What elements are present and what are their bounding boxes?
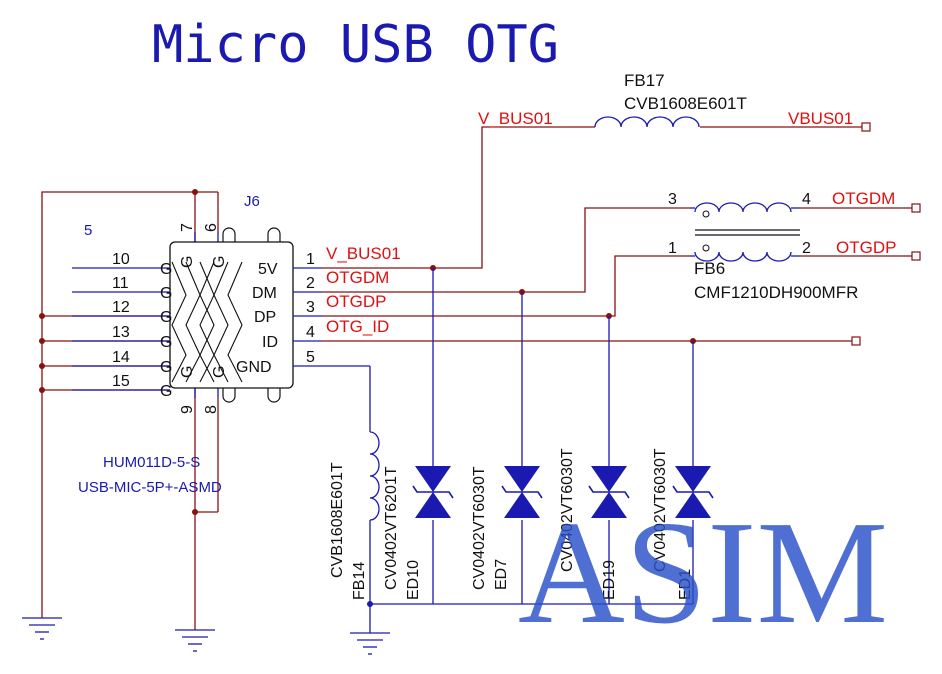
watermark: ASIM (518, 491, 888, 655)
connector-j6 (169, 227, 294, 403)
net-label-otgdp-port: OTGDP (836, 238, 896, 257)
fb6-ref: FB6 (694, 259, 725, 278)
tvs-ref: ED1 (677, 569, 694, 600)
fb6-pin: 1 (668, 240, 677, 257)
shield-pin-number: 7 (179, 223, 196, 232)
pin-number: 2 (306, 275, 315, 292)
tvs-diode-ed10 (412, 466, 454, 518)
pin-name: 5V (258, 261, 278, 278)
net-label-v-bus01-connector: V_BUS01 (326, 244, 401, 263)
connector-label-5: 5 (84, 222, 92, 239)
shield-pin-number: 8 (203, 405, 220, 414)
g-label: G (179, 366, 196, 378)
tvs-part: CV0402VT6030T (471, 466, 488, 590)
pin-number: 3 (306, 299, 315, 316)
g-label: G (211, 366, 228, 378)
ground-symbol-3 (350, 632, 390, 655)
port-otg-id (851, 336, 861, 346)
shield-pin-number: 14 (112, 349, 130, 366)
ground-symbol-2 (175, 629, 215, 652)
net-label-v-bus01-fb17: V_BUS01 (478, 109, 553, 128)
g-label: G (160, 309, 172, 326)
fb6-pin: 2 (802, 240, 811, 257)
shield-pin-number: 11 (112, 275, 129, 292)
shield-pin-stubs (72, 232, 219, 398)
common-mode-choke-fb6 (690, 202, 800, 262)
shield-pin-number: 12 (112, 299, 130, 316)
g-label: G (160, 334, 172, 351)
g-label: G (160, 383, 172, 400)
shield-pin-number: 13 (112, 324, 130, 341)
connector-footprint: USB-MIC-5P+-ASMD (78, 479, 222, 496)
shield-pin-number: 15 (112, 373, 130, 390)
tvs-part: CV0402VT6030T (652, 448, 669, 572)
net-label-otgdm-connector: OTGDM (326, 268, 389, 287)
tvs-part: CV0402VT6201T (383, 466, 400, 590)
schematic-title: Micro USB OTG (152, 15, 559, 75)
inductor-fb14 (369, 431, 380, 633)
pin-name: ID (262, 334, 278, 351)
connector-ref: J6 (244, 193, 260, 210)
signal-pin-stubs (293, 267, 371, 432)
pin-name: GND (236, 359, 272, 376)
g-label: G (179, 256, 196, 268)
tvs-ref: ED10 (405, 560, 422, 600)
port-vbus01 (861, 122, 871, 132)
net-label-otg-id: OTG_ID (326, 317, 389, 336)
port-otgdm (911, 203, 921, 213)
net-label-otgdm-port: OTGDM (832, 189, 895, 208)
net-label-otgdp-connector: OTGDP (326, 292, 386, 311)
g-label: G (160, 261, 172, 278)
pin-number: 1 (306, 251, 315, 268)
shield-pin-number: 6 (203, 223, 220, 232)
tvs-diode-ed19 (588, 466, 630, 518)
inductor-fb17 (594, 116, 700, 128)
fb6-part: CMF1210DH900MFR (694, 283, 858, 302)
fb17-ref: FB17 (624, 71, 665, 90)
connector-part-number: HUM011D-5-S (103, 454, 200, 471)
shield-pin-number: 9 (179, 405, 196, 414)
g-label: G (160, 285, 172, 302)
shield-pin-number: 10 (112, 251, 130, 268)
fb14-ref: FB14 (351, 562, 368, 600)
ground-symbol-1 (22, 617, 62, 640)
tvs-diode-ed1 (672, 466, 714, 518)
pin-name: DP (254, 309, 276, 326)
fb6-pin: 3 (668, 191, 677, 208)
tvs-ref: ED19 (601, 560, 618, 600)
pin-name: DM (252, 285, 277, 302)
tvs-ref: ED7 (493, 559, 510, 590)
fb6-pin: 4 (802, 191, 811, 208)
tvs-wiring (367, 268, 694, 607)
fb14-part: CVB1608E601T (329, 462, 346, 578)
port-otgdp (911, 251, 921, 261)
tvs-part: CV0402VT6030T (559, 448, 576, 572)
g-label: G (211, 256, 228, 268)
net-label-vbus01: VBUS01 (788, 109, 853, 128)
fb17-part: CVB1608E601T (624, 94, 747, 113)
pin-number: 4 (306, 324, 315, 341)
signal-nets (322, 126, 915, 344)
pin-number: 5 (306, 349, 315, 366)
tvs-diode-ed7 (501, 466, 543, 518)
g-label: G (160, 359, 172, 376)
